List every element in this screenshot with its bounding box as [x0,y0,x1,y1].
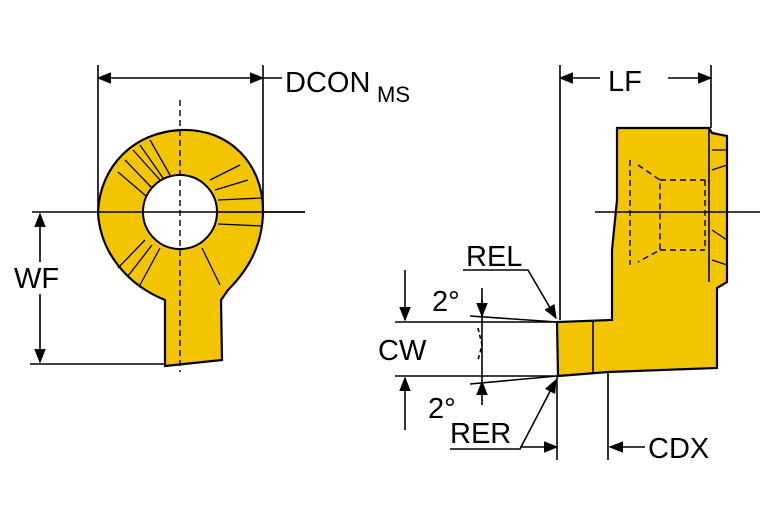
cdx-label: CDX [648,433,709,465]
dcon-label: DCON [285,67,370,99]
angle-top-label: 2° [432,286,460,318]
front-view [30,65,305,372]
rer-label: RER [450,418,511,450]
side-body [555,126,729,378]
wf-label-bg [10,262,68,294]
wf-label: WF [14,263,59,295]
rel-label: REL [466,241,522,273]
angle-bottom-label: 2° [428,393,456,425]
lf-label: LF [608,66,642,98]
dcon-subscript: MS [377,82,410,107]
cw-label: CW [378,335,427,367]
side-view [395,65,760,460]
